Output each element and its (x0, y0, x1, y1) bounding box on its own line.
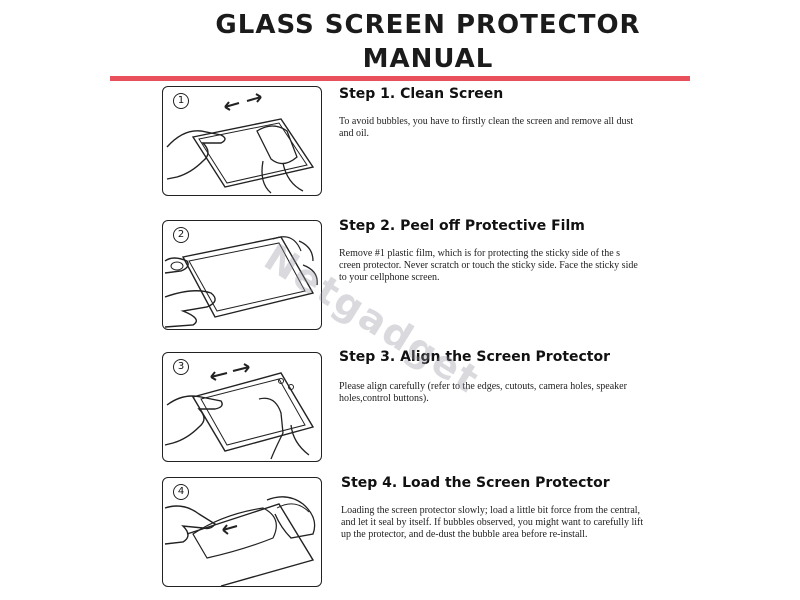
manual-title-line2: MANUAL (362, 44, 494, 74)
step-2-description: Remove #1 plastic film, which is for pro… (339, 248, 638, 283)
step-1-illustration: 1 (162, 86, 322, 196)
manual-title-line1: GLASS SCREEN PROTECTOR (215, 10, 641, 40)
step-1-description: To avoid bubbles, you have to firstly cl… (339, 116, 634, 139)
step-3-description: Please align carefully (refer to the edg… (339, 381, 627, 404)
step-4-description: Loading the screen protector slowly; loa… (341, 505, 644, 540)
align-protector-icon (164, 363, 315, 460)
step-2-number-badge: 2 (173, 227, 189, 243)
step-4-number-badge: 4 (173, 484, 189, 500)
peel-film-icon (164, 236, 318, 328)
step-3-title: Step 3. Align the Screen Protector (339, 349, 611, 365)
load-protector-icon (164, 496, 316, 586)
step-4-title: Step 4. Load the Screen Protector (341, 475, 610, 491)
step-4-illustration: 4 (162, 477, 322, 587)
step-1-number-badge: 1 (173, 93, 189, 109)
step-3-number-badge: 3 (173, 359, 189, 375)
step-3-illustration: 3 (162, 352, 322, 462)
cleaning-hands-icon (166, 93, 315, 194)
header-divider (110, 76, 690, 81)
step-2-title: Step 2. Peel off Protective Film (339, 218, 585, 234)
step-2-illustration: 2 (162, 220, 322, 330)
step-1-title: Step 1. Clean Screen (339, 86, 504, 102)
